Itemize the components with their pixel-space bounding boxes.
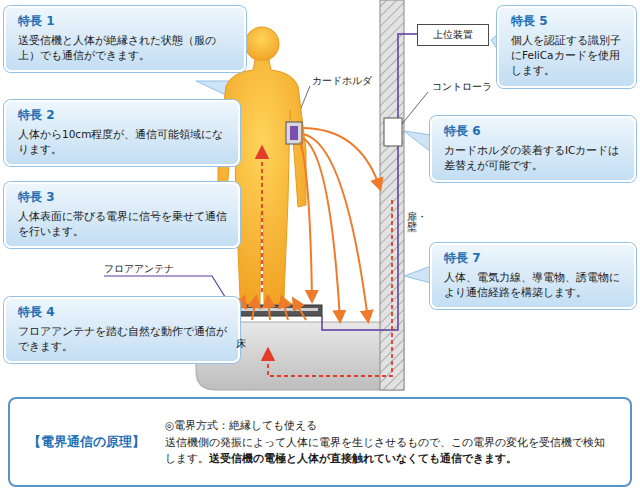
feature-callout: 特長 2 人体から10cm程度が、通信可能領域になります。 bbox=[4, 100, 240, 166]
feature-number: 特長 7 bbox=[444, 250, 624, 267]
method-line: ◎電界方式：絶縁しても使える bbox=[165, 417, 614, 434]
feature-callout: 特長 3 人体表面に帯びる電界に信号を乗せて通信を行います。 bbox=[4, 182, 240, 248]
part-label: カードホルダ bbox=[312, 74, 372, 88]
feature-number: 特長 1 bbox=[18, 13, 234, 30]
principle-text: 送受信機の電極と人体が直接触れていなくても通信できます。 bbox=[209, 452, 517, 464]
feature-number: 特長 6 bbox=[444, 123, 624, 140]
feature-callout: 特長 1 送受信機と人体が絶縁された状態（服の上）でも通信ができます。 bbox=[4, 6, 246, 72]
feature-number: 特長 3 bbox=[18, 189, 228, 206]
feature-callout: 特長 6 カードホルダの装着するICカードは差替えが可能です。 bbox=[430, 116, 636, 182]
feature-text: カードホルダの装着するICカードは差替えが可能です。 bbox=[444, 143, 624, 173]
wall-label: 扉・壁 bbox=[407, 212, 417, 233]
feature-text: 個人を認証する識別子にFeliCaカードを使用します。 bbox=[511, 33, 624, 79]
feature-number: 特長 5 bbox=[511, 13, 624, 30]
feature-text: 人体、電気力線、導電物、誘電物により通信経路を構築します。 bbox=[444, 270, 624, 300]
device-box: 上位装置 bbox=[417, 24, 489, 46]
feature-callout: 特長 4 フロアアンテナを踏む自然な動作で通信ができます。 bbox=[4, 297, 240, 363]
feature-text: フロアアンテナを踏む自然な動作で通信ができます。 bbox=[18, 324, 228, 354]
feature-text: 送受信機と人体が絶縁された状態（服の上）でも通信ができます。 bbox=[18, 33, 234, 63]
feature-text: 人体表面に帯びる電界に信号を乗せて通信を行います。 bbox=[18, 209, 228, 239]
feature-number: 特長 2 bbox=[18, 107, 228, 124]
part-label: フロアアンテナ bbox=[104, 262, 174, 276]
part-label: 床 bbox=[236, 337, 246, 351]
feature-text: 人体から10cm程度が、通信可能領域になります。 bbox=[18, 127, 228, 157]
feature-number: 特長 4 bbox=[18, 304, 228, 321]
principle-title: 【電界通信の原理】 bbox=[28, 434, 145, 451]
feature-callout: 特長 5 個人を認証する識別子にFeliCaカードを使用します。 bbox=[497, 6, 636, 88]
feature-callout: 特長 7 人体、電気力線、導電物、誘電物により通信経路を構築します。 bbox=[430, 243, 636, 309]
device-name: 上位装置 bbox=[433, 29, 473, 40]
part-label: コントローラ bbox=[432, 80, 492, 94]
principle-box: 【電界通信の原理】 ◎電界方式：絶縁しても使える送信機側の発振によって人体に電界を… bbox=[8, 397, 632, 487]
principle-body: ◎電界方式：絶縁しても使える送信機側の発振によって人体に電界を生じさせるもので、… bbox=[165, 417, 614, 467]
